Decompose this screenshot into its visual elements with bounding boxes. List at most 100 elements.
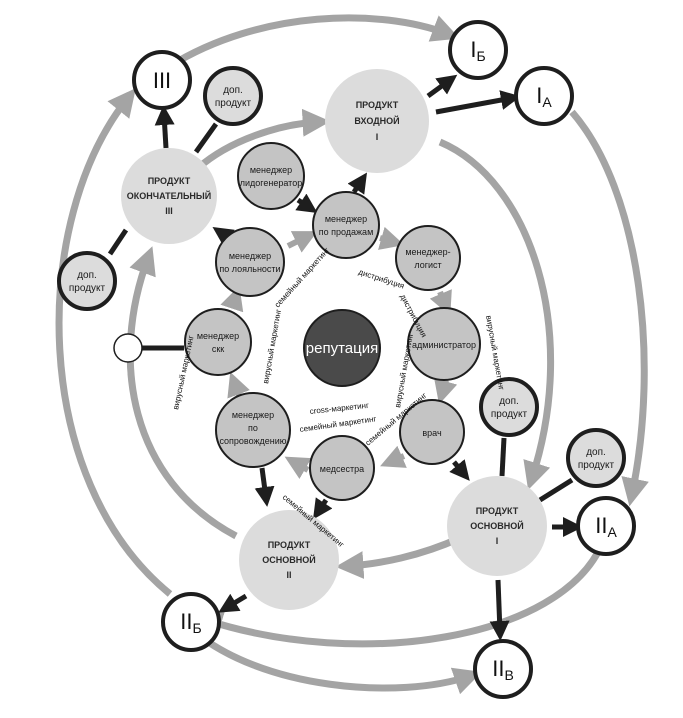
inner-ring-arrows	[220, 226, 458, 479]
extra-product-line: доп.	[586, 447, 606, 458]
product-final-line: ПРОДУКТ	[148, 176, 191, 186]
loyalty-to-final	[212, 227, 235, 247]
product-main2-line: II	[286, 570, 291, 580]
svg-text:врач: врач	[422, 428, 442, 438]
svg-text:IIБ: IIБ	[180, 609, 201, 636]
svg-text:доп.продукт: доп.продукт	[491, 396, 528, 420]
manager-doctor[interactable]: врач	[399, 399, 465, 465]
svg-text:IА: IА	[536, 83, 552, 110]
product-final-line: III	[165, 206, 173, 216]
manager-line: лидогенератор	[240, 178, 302, 188]
extra-product-line: доп.	[77, 270, 97, 281]
stage-label: II	[180, 609, 192, 634]
extra-product-line: продукт	[69, 283, 106, 294]
main1-to-dop2	[538, 477, 574, 503]
svg-text:доп.продукт: доп. продукт	[578, 447, 615, 471]
manager-nurse[interactable]: медсестра	[309, 435, 375, 501]
lead-to-sales	[295, 193, 318, 213]
stage-label: I	[470, 37, 476, 62]
svg-text:администратор: администратор	[412, 340, 476, 350]
stage-IIV[interactable]: IIВ	[473, 639, 533, 699]
stage-sub: А	[607, 524, 617, 540]
product-main1-line: ПРОДУКТ	[476, 506, 519, 516]
ring-label: вирусный маркетинг	[484, 315, 506, 391]
stage-III[interactable]: III	[132, 50, 192, 110]
manager-line: по продажам	[319, 227, 374, 237]
stage-IIB[interactable]: IIБ	[161, 592, 221, 652]
final-to-III	[154, 105, 175, 149]
stage-label: II	[595, 513, 607, 538]
ring-label: cross-маркетинг	[309, 401, 369, 416]
product-entry-line: ВХОДНОЙ	[354, 115, 399, 126]
svg-text:IIВ: IIВ	[492, 656, 514, 683]
arc-main2-to-final	[126, 246, 238, 540]
main1-to-dop1	[499, 437, 507, 477]
arc-main1-to-main2	[335, 534, 462, 580]
stage-sub: Б	[476, 48, 485, 64]
nurse-to-main2	[313, 497, 333, 520]
ring-label: семейный маркетинг	[299, 414, 377, 434]
product-main1-line: I	[496, 536, 499, 546]
outer-arcs	[55, 14, 649, 695]
extra-product-line: доп.	[499, 396, 519, 407]
main2-to-IIB	[218, 593, 248, 613]
product-final-line: ОКОНЧАТЕЛЬНЫЙ	[127, 190, 211, 201]
manager-line: менеджер	[250, 165, 292, 175]
svg-text:IIА: IIА	[595, 513, 617, 540]
arc-IIB-to-IIV	[187, 625, 482, 695]
arc-IA-to-IIA	[569, 109, 649, 507]
product-final[interactable]: ПРОДУКТ ОКОНЧАТЕЛЬНЫЙ III	[121, 148, 217, 244]
manager-line: врач	[422, 428, 442, 438]
manager-line: медсестра	[320, 464, 364, 474]
manager-line: по	[248, 423, 258, 433]
extra-product-line: продукт	[215, 98, 252, 109]
extra-product-line: продукт	[578, 460, 615, 471]
extra-product-main1-a[interactable]: доп.продукт	[479, 377, 539, 437]
arc-IIA-to-IIB	[194, 542, 606, 648]
manager-admin[interactable]: администратор	[407, 307, 481, 381]
manager-lead[interactable]: менеджер лидогенератор	[237, 142, 305, 210]
manager-line: менеджер-	[405, 247, 450, 257]
extra-product-left[interactable]: доп. продукт	[57, 251, 117, 311]
product-entry-line: ПРОДУКТ	[356, 100, 399, 110]
arc-IIB-to-III	[55, 88, 173, 597]
svg-text:доп.продукт: доп. продукт	[215, 85, 252, 109]
extra-product-top[interactable]: доп. продукт	[203, 66, 263, 126]
blank-node[interactable]	[113, 333, 143, 363]
manager-line: менеджер	[232, 410, 274, 420]
svg-text:медсестра: медсестра	[320, 464, 364, 474]
product-main2-line: ОСНОВНОЙ	[262, 554, 315, 565]
product-main1[interactable]: ПРОДУКТ ОСНОВНОЙ I	[447, 476, 547, 576]
stage-IA[interactable]: IА	[514, 66, 574, 126]
manager-line: менеджер	[325, 214, 367, 224]
stage-IB[interactable]: IБ	[448, 20, 508, 80]
extra-product-line: доп.	[223, 85, 243, 96]
dark-connectors	[107, 74, 583, 641]
extra-product-main1-b[interactable]: доп. продукт	[566, 428, 626, 488]
stage-IIA[interactable]: IIА	[576, 496, 636, 556]
stage-sub: В	[504, 667, 513, 683]
arc-final-to-entry	[195, 108, 331, 171]
manager-sales[interactable]: менеджер по продажам	[312, 191, 380, 259]
final-to-dop-left	[107, 228, 129, 256]
center-reputation[interactable]: репутация	[303, 309, 381, 387]
manager-logist[interactable]: менеджер-логист	[395, 225, 461, 291]
manager-line: менеджер	[229, 251, 271, 261]
stage-label: III	[153, 68, 171, 93]
entry-to-IA	[435, 90, 521, 115]
product-main1-line: ОСНОВНОЙ	[470, 520, 523, 531]
ring-label: вирусный маркетинг	[261, 308, 283, 384]
